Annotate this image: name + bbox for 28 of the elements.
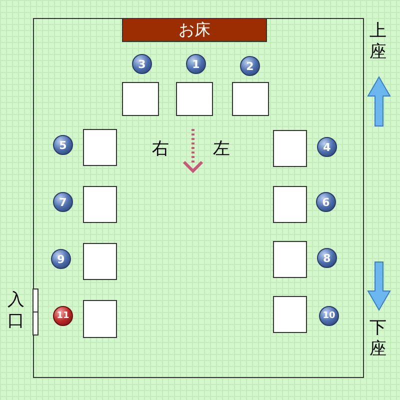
seat-number: 6 [316, 192, 336, 212]
seat-number: 4 [317, 137, 337, 157]
seat-number: 8 [317, 248, 337, 268]
cushion-square [83, 186, 117, 223]
cushion-square [273, 241, 307, 278]
cushion-square [273, 296, 307, 333]
seat-number: 7 [53, 192, 73, 212]
side-label: 右 [152, 141, 169, 158]
side-label: 左 [213, 141, 230, 158]
seat-number: 9 [51, 249, 71, 269]
cushion-square [83, 300, 117, 338]
cushion-square [83, 129, 117, 166]
cushion-square [176, 82, 213, 116]
seat-number: 11 [53, 306, 73, 326]
cushion-square [232, 82, 269, 116]
cushion-square [122, 82, 159, 116]
seat-number: 10 [319, 306, 339, 326]
cushion-square [273, 186, 307, 223]
cushion-square [273, 130, 307, 167]
seat-direction-label: 上座 [369, 21, 387, 64]
alcove-bar: お床 [122, 18, 267, 42]
seat-number: 3 [132, 54, 152, 74]
seat-number: 2 [240, 56, 260, 76]
entrance-label: 入口 [7, 290, 25, 332]
seat-number: 5 [53, 135, 73, 155]
seat-direction-label: 下座 [369, 318, 387, 360]
cushion-square [83, 243, 117, 280]
seat-number: 1 [186, 54, 206, 74]
